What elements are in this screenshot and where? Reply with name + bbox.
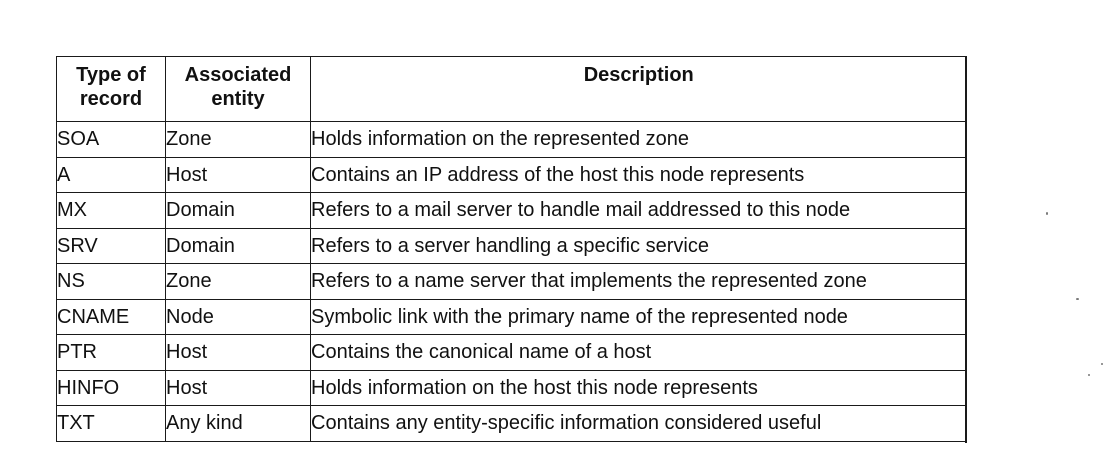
cell-associated-entity: Domain bbox=[165, 227, 311, 264]
table-row: CNAME Node Symbolic link with the primar… bbox=[56, 298, 967, 335]
cell-record-type: PTR bbox=[56, 334, 166, 371]
table-row: TXT Any kind Contains any entity-specifi… bbox=[56, 405, 967, 442]
table-row: NS Zone Refers to a name server that imp… bbox=[56, 263, 967, 300]
table-row: SRV Domain Refers to a server handling a… bbox=[56, 227, 967, 264]
table-row: SOA Zone Holds information on the repres… bbox=[56, 121, 967, 158]
cell-associated-entity: Any kind bbox=[165, 405, 311, 442]
cell-associated-entity: Host bbox=[165, 334, 311, 371]
table-row: PTR Host Contains the canonical name of … bbox=[56, 334, 967, 371]
cell-record-type: TXT bbox=[56, 405, 166, 442]
header-associated-entity: Associated entity bbox=[165, 56, 311, 122]
cell-description: Refers to a name server that implements … bbox=[310, 263, 967, 300]
cell-description: Holds information on the host this node … bbox=[310, 369, 967, 406]
cell-record-type: SRV bbox=[56, 227, 166, 264]
cell-description: Symbolic link with the primary name of t… bbox=[310, 298, 967, 335]
cell-record-type: SOA bbox=[56, 121, 166, 158]
cell-record-type: A bbox=[56, 156, 166, 193]
cell-associated-entity: Zone bbox=[165, 121, 311, 158]
scan-speck bbox=[1046, 212, 1048, 215]
cell-associated-entity: Host bbox=[165, 156, 311, 193]
table-row: MX Domain Refers to a mail server to han… bbox=[56, 192, 967, 229]
cell-associated-entity: Zone bbox=[165, 263, 311, 300]
cell-description: Refers to a server handling a specific s… bbox=[310, 227, 967, 264]
cell-associated-entity: Host bbox=[165, 369, 311, 406]
cell-associated-entity: Node bbox=[165, 298, 311, 335]
right-border-rule bbox=[965, 56, 967, 443]
header-row: Type of record Associated entity Descrip… bbox=[56, 56, 967, 122]
header-description: Description bbox=[310, 56, 967, 122]
header-type-of-record: Type of record bbox=[56, 56, 166, 122]
cell-record-type: MX bbox=[56, 192, 166, 229]
cell-record-type: CNAME bbox=[56, 298, 166, 335]
cell-associated-entity: Domain bbox=[165, 192, 311, 229]
cell-description: Contains any entity-specific information… bbox=[310, 405, 967, 442]
cell-description: Contains the canonical name of a host bbox=[310, 334, 967, 371]
dns-record-table: Type of record Associated entity Descrip… bbox=[56, 56, 967, 442]
cell-record-type: NS bbox=[56, 263, 166, 300]
cell-description: Contains an IP address of the host this … bbox=[310, 156, 967, 193]
scan-speck bbox=[1101, 363, 1103, 365]
table-row: HINFO Host Holds information on the host… bbox=[56, 369, 967, 406]
scan-speck bbox=[1076, 298, 1079, 300]
cell-record-type: HINFO bbox=[56, 369, 166, 406]
cell-description: Refers to a mail server to handle mail a… bbox=[310, 192, 967, 229]
dns-record-table-container: Type of record Associated entity Descrip… bbox=[56, 56, 967, 442]
table-row: A Host Contains an IP address of the hos… bbox=[56, 156, 967, 193]
scan-speck bbox=[1088, 374, 1090, 376]
cell-description: Holds information on the represented zon… bbox=[310, 121, 967, 158]
